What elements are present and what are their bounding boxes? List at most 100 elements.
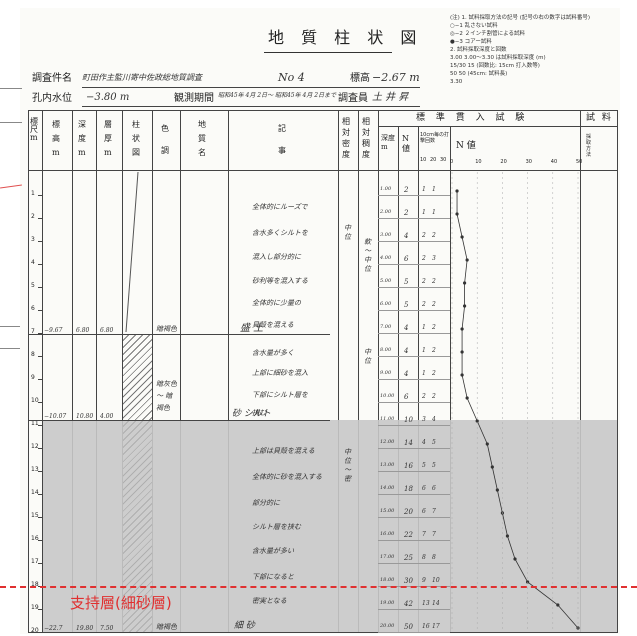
spt-depth: 11.00 — [380, 416, 395, 422]
n-value-point — [465, 396, 469, 400]
col-spt-depth: 深度 m — [381, 134, 395, 151]
spt-n: 42 — [404, 600, 413, 608]
spt-b1: 2 — [422, 393, 426, 400]
depth-mark: 15 — [31, 512, 39, 519]
layer-soil: 砂 シルト — [232, 409, 271, 419]
water-value: −3.80 m — [86, 92, 130, 103]
spt-depth: 13.00 — [380, 462, 395, 468]
spt-b1: 1 — [422, 370, 426, 377]
spt-depth: 10.00 — [380, 393, 395, 399]
spt-n: 6 — [404, 255, 409, 263]
description-note: 含水量が多く — [252, 349, 294, 357]
spt-row-line — [378, 264, 450, 265]
elevation-value: −2.67 m — [372, 71, 420, 84]
spt-b2: 4 — [432, 416, 436, 423]
depth-tick — [38, 517, 42, 518]
depth-mark: 6 — [31, 305, 35, 312]
col-divider — [228, 110, 229, 632]
legend-item: ○−1 乱さない試料 — [450, 23, 498, 29]
col-spt-blow-10: 10 — [420, 157, 427, 163]
col-consistency: 相 対 稠 度 — [362, 117, 370, 159]
spt-row-line — [378, 494, 450, 495]
spt-row-line — [378, 563, 450, 564]
spt-b1: 2 — [422, 301, 426, 308]
n-tick-label: 30 — [525, 159, 532, 165]
period-value: 昭和45年 4月 2日〜 昭和45年 4月 2日まで — [218, 92, 337, 99]
spt-n: 30 — [404, 577, 413, 585]
description-note: 砂利等を混入する — [252, 277, 308, 285]
table-header-bottom — [28, 170, 618, 171]
description-note: 貝殻を混える — [252, 321, 294, 329]
header-underline — [82, 106, 420, 107]
n-tick-label: 10 — [475, 159, 482, 165]
depth-mark: 12 — [31, 443, 39, 450]
col-depth: 深 度 m — [78, 120, 86, 157]
n-value-line — [456, 191, 579, 629]
depth-mark: 13 — [31, 466, 39, 473]
spt-n: 4 — [404, 347, 409, 355]
n-value-point — [490, 465, 494, 469]
spt-b1: 1 — [422, 347, 426, 354]
spt-b2: 3 — [432, 255, 436, 262]
spt-row-line — [378, 333, 450, 334]
depth-mark: 2 — [31, 213, 35, 220]
title-underline — [264, 52, 392, 53]
survey-value: 町田作主監川寄中佐政総地質調査 — [82, 73, 202, 82]
depth-tick — [38, 379, 42, 380]
depth-mark: 17 — [31, 558, 39, 565]
spt-b1: 16 — [422, 623, 430, 630]
depth-tick — [38, 333, 42, 334]
spt-row-line — [378, 195, 450, 196]
legend-item: ●−3 コアー試料 — [450, 39, 492, 45]
elevation-label: 標高 — [350, 73, 370, 84]
depth-tick — [38, 494, 42, 495]
col-spt-blows: 10cm毎の打撃回数 — [420, 132, 449, 144]
spt-n: 4 — [404, 370, 409, 378]
spt-subheader-line — [378, 126, 580, 127]
depth-tick — [38, 287, 42, 288]
spt-b1: 4 — [422, 439, 426, 446]
layer-boundary — [28, 334, 330, 335]
spt-n: 5 — [404, 278, 409, 286]
layer-color: 暗褐色 — [156, 325, 177, 333]
col-divider — [358, 110, 359, 632]
spt-n: 25 — [404, 554, 413, 562]
depth-tick — [38, 402, 42, 403]
depth-tick — [38, 195, 42, 196]
spt-n: 4 — [404, 324, 409, 332]
description-note: 下部にシルト層を — [252, 391, 308, 399]
description-note: 挟む — [252, 409, 266, 417]
depth-mark: 1 — [31, 190, 35, 197]
depth-tick — [38, 310, 42, 311]
description-note: 含水量が多い — [252, 547, 294, 555]
legend-item: 3.30 — [450, 79, 463, 85]
depth-tick — [38, 425, 42, 426]
header-underline — [82, 87, 420, 88]
spt-b2: 2 — [432, 347, 436, 354]
depth-mark: 19 — [31, 604, 39, 611]
n-value-point — [463, 304, 467, 308]
layer-elevation: −9.67 — [44, 327, 63, 334]
description-note: 下部になると — [252, 573, 294, 581]
surveyor-label: 調査員 — [338, 93, 368, 104]
description-note: 全体的に砂を混入する — [252, 473, 322, 481]
depth-mark: 18 — [31, 581, 39, 588]
spt-depth: 5.00 — [380, 278, 392, 284]
spt-row-line — [378, 402, 450, 403]
spt-b2: 2 — [432, 393, 436, 400]
n-value-point — [460, 373, 464, 377]
spt-row-line — [378, 218, 450, 219]
spt-b1: 3 — [422, 416, 426, 423]
description-note: 全体的に少量の — [252, 299, 301, 307]
layer-color: 暗褐色 — [156, 623, 177, 631]
spt-b1: 1 — [422, 209, 426, 216]
depth-tick — [38, 448, 42, 449]
support-layer-separator — [0, 586, 637, 588]
depth-mark: 4 — [31, 259, 35, 266]
legend-item: 2. 試料採取深度と回数 — [450, 47, 507, 53]
spt-depth: 12.00 — [380, 439, 395, 445]
spt-b2: 2 — [432, 278, 436, 285]
n-value-point — [463, 281, 467, 285]
layer-boundary — [28, 632, 618, 633]
spt-b1: 6 — [422, 485, 426, 492]
